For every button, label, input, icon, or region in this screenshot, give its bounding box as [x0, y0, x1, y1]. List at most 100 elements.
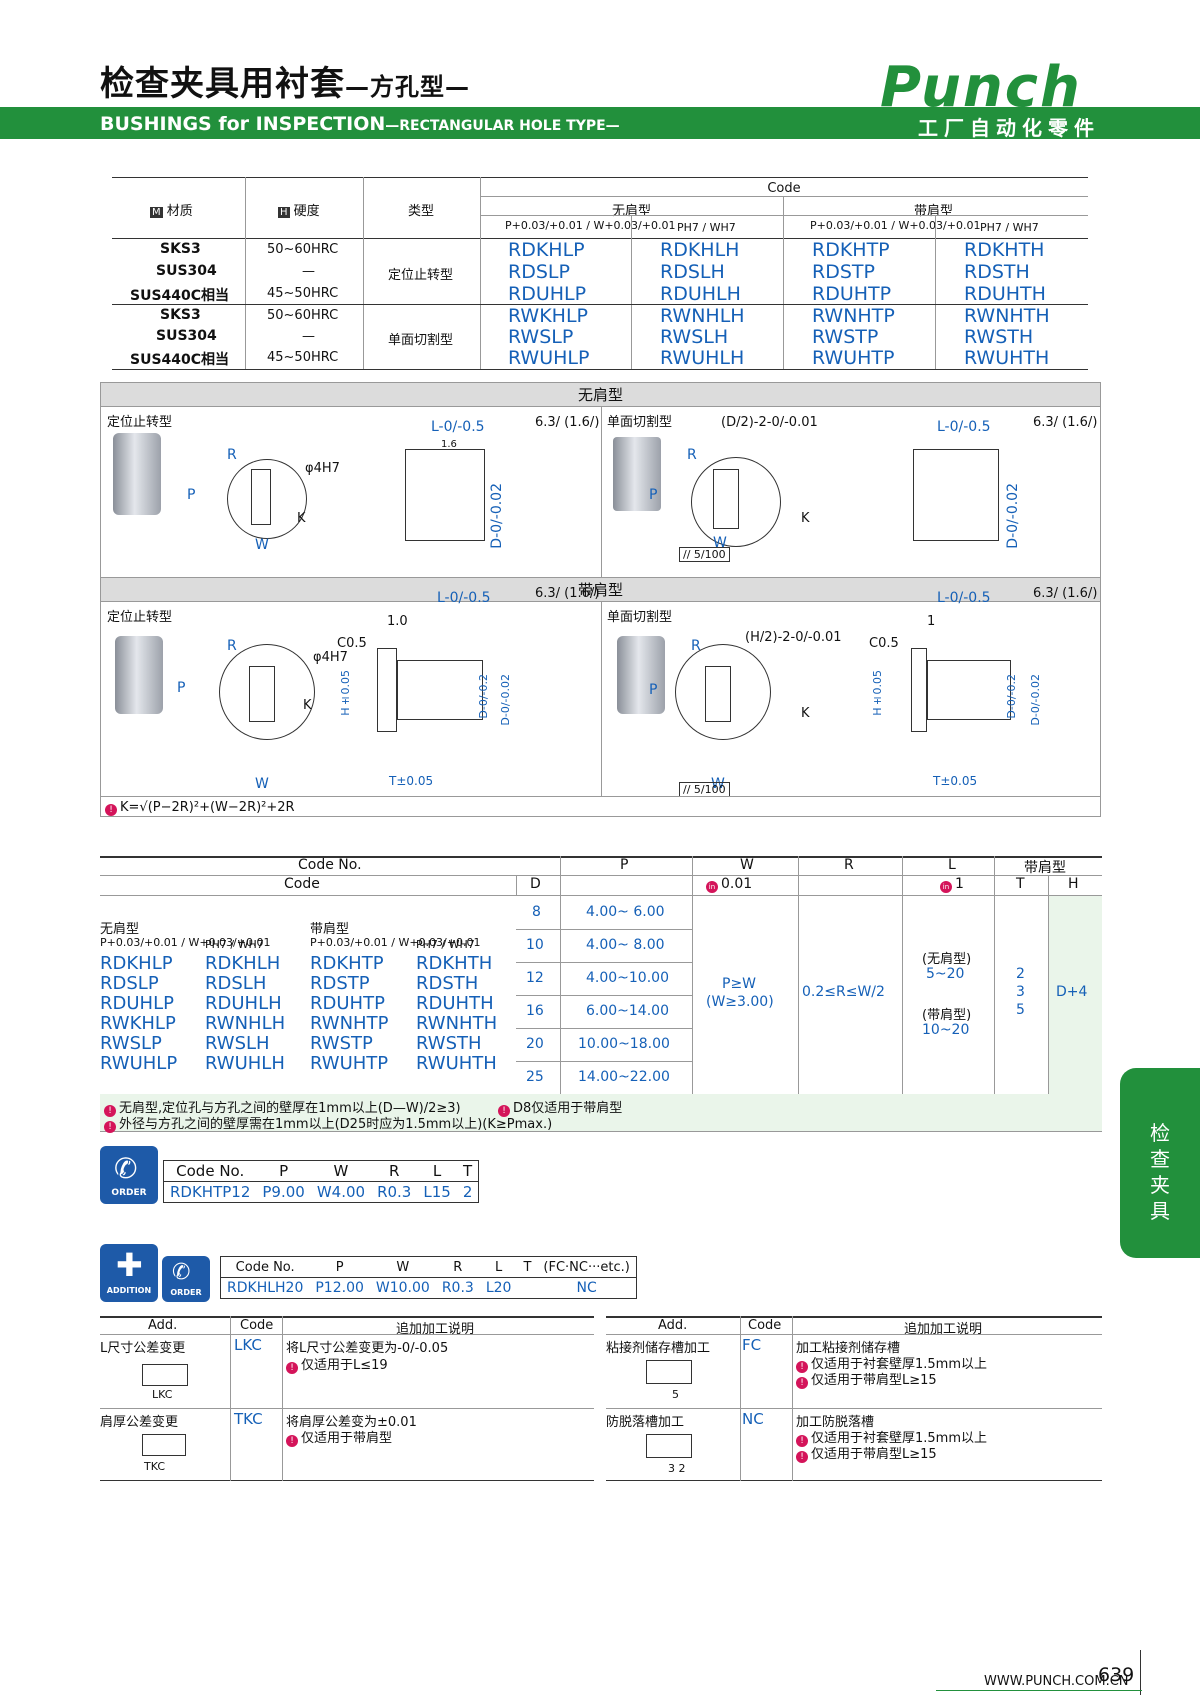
add-name: 肩厚公差变更: [100, 1415, 179, 1430]
material-name: SUS440C相当: [130, 288, 230, 304]
plus-icon: ✚: [116, 1246, 143, 1284]
t-value: 5: [1016, 1002, 1025, 1018]
tol-h7-b: PH7 / WH7: [205, 938, 264, 951]
code-cell: RDUHLP: [508, 283, 587, 305]
dim-d02: D-0/-0.2: [477, 674, 490, 719]
order-icon: ORDER✆: [162, 1256, 210, 1302]
code-item: RDUHTH: [416, 993, 494, 1014]
brand-logo: Punch: [880, 55, 1082, 120]
dim-h2: (H/2)-2-0/-0.01: [745, 630, 842, 645]
code-item: RDKHTP: [310, 953, 384, 974]
code-item: RDKHLP: [100, 953, 173, 974]
type-header: 类型: [408, 204, 435, 219]
code-item: RDSLH: [205, 973, 267, 994]
add-note: !仅适用于带肩型L≥15: [796, 1369, 937, 1389]
shoulder-flange: [911, 648, 927, 732]
material-row-4: SKS3 50~60HRC RWKHLP RWNHLH RWNHTP RWNHT…: [112, 305, 1088, 327]
dim-l: L-0/-0.5: [937, 419, 991, 435]
nc-tag: 3 2: [668, 1462, 686, 1475]
d-value: 12: [526, 970, 544, 986]
dim-r: R: [227, 638, 237, 654]
bushing-photo: [613, 437, 661, 511]
add-desc: 将L尺寸公差变更为-0/-0.05: [286, 1341, 449, 1356]
hardness-value: —: [302, 264, 315, 279]
add-col-header: Add.: [148, 1318, 178, 1333]
dim-k: K: [303, 698, 312, 713]
add-header: T: [517, 1256, 538, 1278]
t-value: 2: [1016, 966, 1025, 982]
group-no-shoulder: 无肩型: [100, 922, 140, 937]
d-value: 16: [526, 1003, 544, 1019]
side-view: [913, 449, 999, 541]
hardness-label: 硬度: [293, 204, 320, 219]
k-formula: !K=√(P−2R)²+(W−2R)²+2R: [105, 800, 295, 816]
col-codeno: Code No.: [298, 857, 362, 873]
code-item: RDUHTP: [310, 993, 385, 1014]
dim-d02: D-0/-0.2: [1005, 674, 1018, 719]
type-label: 定位止转型: [107, 610, 173, 625]
w-value-note: (W≥3.00): [706, 994, 774, 1010]
code-cell: RWNHTH: [964, 305, 1050, 327]
h-value: D+4: [1056, 984, 1088, 1000]
add-code: LKC: [234, 1336, 262, 1354]
square-hole: [705, 666, 731, 722]
add-name: L尺寸公差变更: [100, 1341, 186, 1356]
bushing-photo: [617, 636, 665, 714]
code-item: RWSLH: [205, 1033, 270, 1054]
bushing-photo: [115, 636, 163, 714]
hardness-header: H 硬度: [278, 200, 320, 219]
code-item: RDKHLH: [205, 953, 281, 974]
add-note: !仅适用于衬套壁厚1.5mm以上: [796, 1427, 987, 1447]
code-cell: RDSTP: [812, 261, 875, 283]
type-label: 单面切割型: [607, 415, 673, 430]
add-value: RDKHLH20: [227, 1280, 304, 1296]
tkc-diagram: [142, 1434, 186, 1456]
add-header: L: [479, 1256, 518, 1278]
code-item: RWKHLP: [100, 1013, 176, 1034]
tol-h7-1: PH7 / WH7: [677, 221, 736, 234]
add-header: P: [309, 1256, 370, 1278]
shoulder-flange: [377, 648, 397, 732]
code-cell: RDSLH: [660, 261, 725, 283]
material-name: SKS3: [160, 307, 201, 323]
order-icon: ORDER✆: [100, 1146, 158, 1204]
unit-value: 0.01: [721, 876, 753, 892]
dim-p: P: [177, 680, 186, 696]
dim-h: H±0.05: [339, 670, 352, 716]
dim-d: D-0/-0.02: [1005, 483, 1021, 549]
add-note: !仅适用于L≤19: [286, 1354, 388, 1374]
code-cell: RDUHLH: [660, 283, 741, 305]
add-header: R: [435, 1256, 480, 1278]
dim-d: D-0/-0.02: [1029, 674, 1042, 726]
code-item: RWSTP: [310, 1033, 373, 1054]
type-value: 定位止转型: [388, 268, 454, 283]
note-icon: !: [286, 1435, 298, 1447]
roughness-16: 1.6: [441, 439, 457, 450]
dim-w: W: [255, 776, 269, 792]
bushing-front-view: [219, 644, 315, 740]
material-name: SUS440C相当: [130, 352, 230, 368]
code-item: RWNHLH: [205, 1013, 286, 1034]
addition-icon-label: ADDITION: [106, 1286, 152, 1295]
l-label-1: (无肩型): [922, 952, 972, 967]
note-icon: !: [796, 1361, 808, 1373]
dim-p: P: [649, 682, 658, 698]
col-w: W: [740, 857, 754, 873]
unit-icon: in: [940, 881, 952, 893]
note-icon: !: [796, 1451, 808, 1463]
add-name: 粘接剂储存槽加工: [606, 1341, 711, 1356]
code-cell: RWKHLP: [508, 305, 589, 327]
brand-tagline: 工厂自动化零件: [918, 116, 1100, 140]
code-cell: RWNHLH: [660, 305, 745, 327]
hardness-value: 50~60HRC: [267, 242, 339, 257]
col-r: R: [844, 857, 854, 873]
dim-t: T±0.05: [933, 774, 978, 788]
note-text: D8仅适用于带肩型: [513, 1101, 623, 1116]
add-note-text: 仅适用于L≤19: [301, 1358, 388, 1373]
shoulder-header: 带肩型: [914, 204, 954, 219]
addition-icon: ADDITION ✚: [100, 1244, 158, 1302]
section-title: 无肩型: [101, 383, 1100, 407]
code-item: RDUHLH: [205, 993, 282, 1014]
